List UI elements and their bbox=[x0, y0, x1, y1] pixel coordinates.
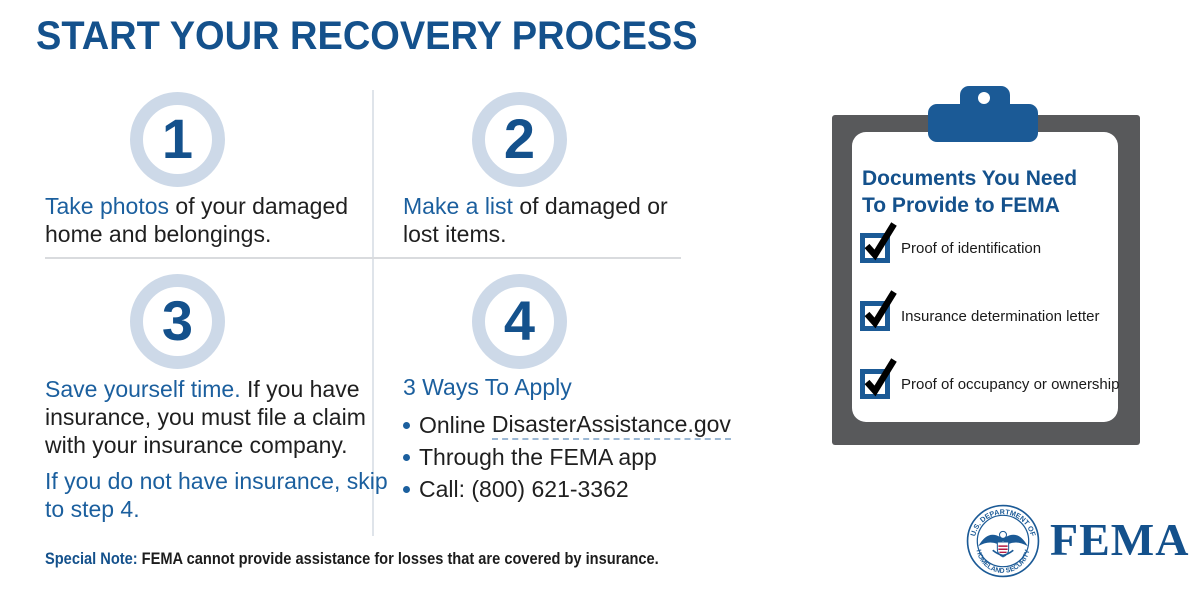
bullet-icon bbox=[403, 485, 410, 493]
checklist-item: Insurance determination letter bbox=[860, 290, 1100, 331]
clipboard-paper bbox=[852, 132, 1118, 422]
checklist-item: Proof of occupancy or ownership bbox=[860, 358, 1120, 399]
step-2-number: 2 bbox=[503, 106, 536, 170]
eagle-icon bbox=[978, 530, 1028, 558]
page-title: START YOUR RECOVERY PROCESS bbox=[36, 14, 698, 58]
documents-heading: Documents You Need To Provide to FEMA bbox=[862, 165, 1107, 219]
apply-option-phone: Call: (800) 621-3362 bbox=[403, 473, 743, 505]
step-1-text: Take photos of your damaged home and bel… bbox=[45, 192, 375, 248]
step-2-text: Make a list of damaged or lost items. bbox=[403, 192, 688, 248]
clipboard-clip-body bbox=[928, 104, 1038, 142]
apply-online-prefix: Online bbox=[419, 411, 486, 438]
checklist-item-label: Insurance determination letter bbox=[901, 307, 1100, 325]
bullet-icon bbox=[403, 421, 410, 429]
horizontal-divider bbox=[45, 257, 681, 259]
special-note-text: FEMA cannot provide assistance for losse… bbox=[137, 549, 659, 568]
checkbox-checked-icon bbox=[860, 222, 897, 263]
disaster-assistance-link[interactable]: DisasterAssistance.gov bbox=[491, 411, 731, 440]
step-2-badge: 2 bbox=[472, 92, 567, 187]
documents-heading-line1: Documents You Need bbox=[862, 167, 1078, 190]
checkbox-checked-icon bbox=[860, 290, 897, 331]
documents-heading-line2: To Provide to FEMA bbox=[862, 194, 1060, 217]
step-3-paragraph: Save yourself time. If you have insuranc… bbox=[45, 375, 390, 459]
step-3-note: If you do not have insurance, skip to st… bbox=[45, 468, 388, 522]
checklist-item-label: Proof of occupancy or ownership bbox=[901, 375, 1120, 393]
fema-wordmark: FEMA bbox=[1050, 514, 1190, 565]
step-1-badge: 1 bbox=[130, 92, 225, 187]
step-2-highlight: Make a list bbox=[403, 193, 513, 219]
apply-option-app: Through the FEMA app bbox=[403, 441, 743, 473]
step-4-text: 3 Ways To Apply Online DisasterAssistanc… bbox=[403, 373, 743, 505]
checkbox-checked-icon bbox=[860, 358, 897, 399]
vertical-divider bbox=[372, 90, 374, 536]
step-4-number: 4 bbox=[503, 288, 536, 352]
checklist-item: Proof of identification bbox=[860, 222, 1042, 263]
special-note-label: Special Note: bbox=[45, 549, 138, 568]
step-1-rest: of your damaged home and belongings. bbox=[45, 193, 349, 247]
step-4-badge: 4 bbox=[472, 274, 567, 369]
checklist-item-label: Proof of identification bbox=[901, 239, 1042, 257]
ways-to-apply-heading: 3 Ways To Apply bbox=[403, 374, 572, 400]
step-2-rest: of damaged or lost items. bbox=[403, 193, 668, 247]
step-1-highlight: Take photos bbox=[45, 193, 170, 219]
apply-phone-text: Call: (800) 621-3362 bbox=[419, 475, 629, 502]
step-3-highlight: Save yourself time. bbox=[45, 376, 241, 402]
step-3-number: 3 bbox=[161, 288, 194, 352]
step-1-number: 1 bbox=[161, 106, 194, 170]
special-note: Special Note: FEMA cannot provide assist… bbox=[45, 549, 659, 569]
step-3-badge: 3 bbox=[130, 274, 225, 369]
bullet-icon bbox=[403, 453, 410, 461]
apply-app-text: Through the FEMA app bbox=[419, 443, 657, 470]
apply-options-list: Online DisasterAssistance.gov Through th… bbox=[403, 409, 743, 505]
dhs-seal-icon: U.S. DEPARTMENT OF HOMELAND SECURITY bbox=[966, 504, 1040, 578]
step-3-text: Save yourself time. If you have insuranc… bbox=[45, 375, 390, 523]
step-3-rest: If you have insurance, you must file a c… bbox=[45, 376, 366, 458]
apply-option-online: Online DisasterAssistance.gov bbox=[403, 409, 743, 441]
clipboard-clip-hole bbox=[978, 92, 990, 104]
